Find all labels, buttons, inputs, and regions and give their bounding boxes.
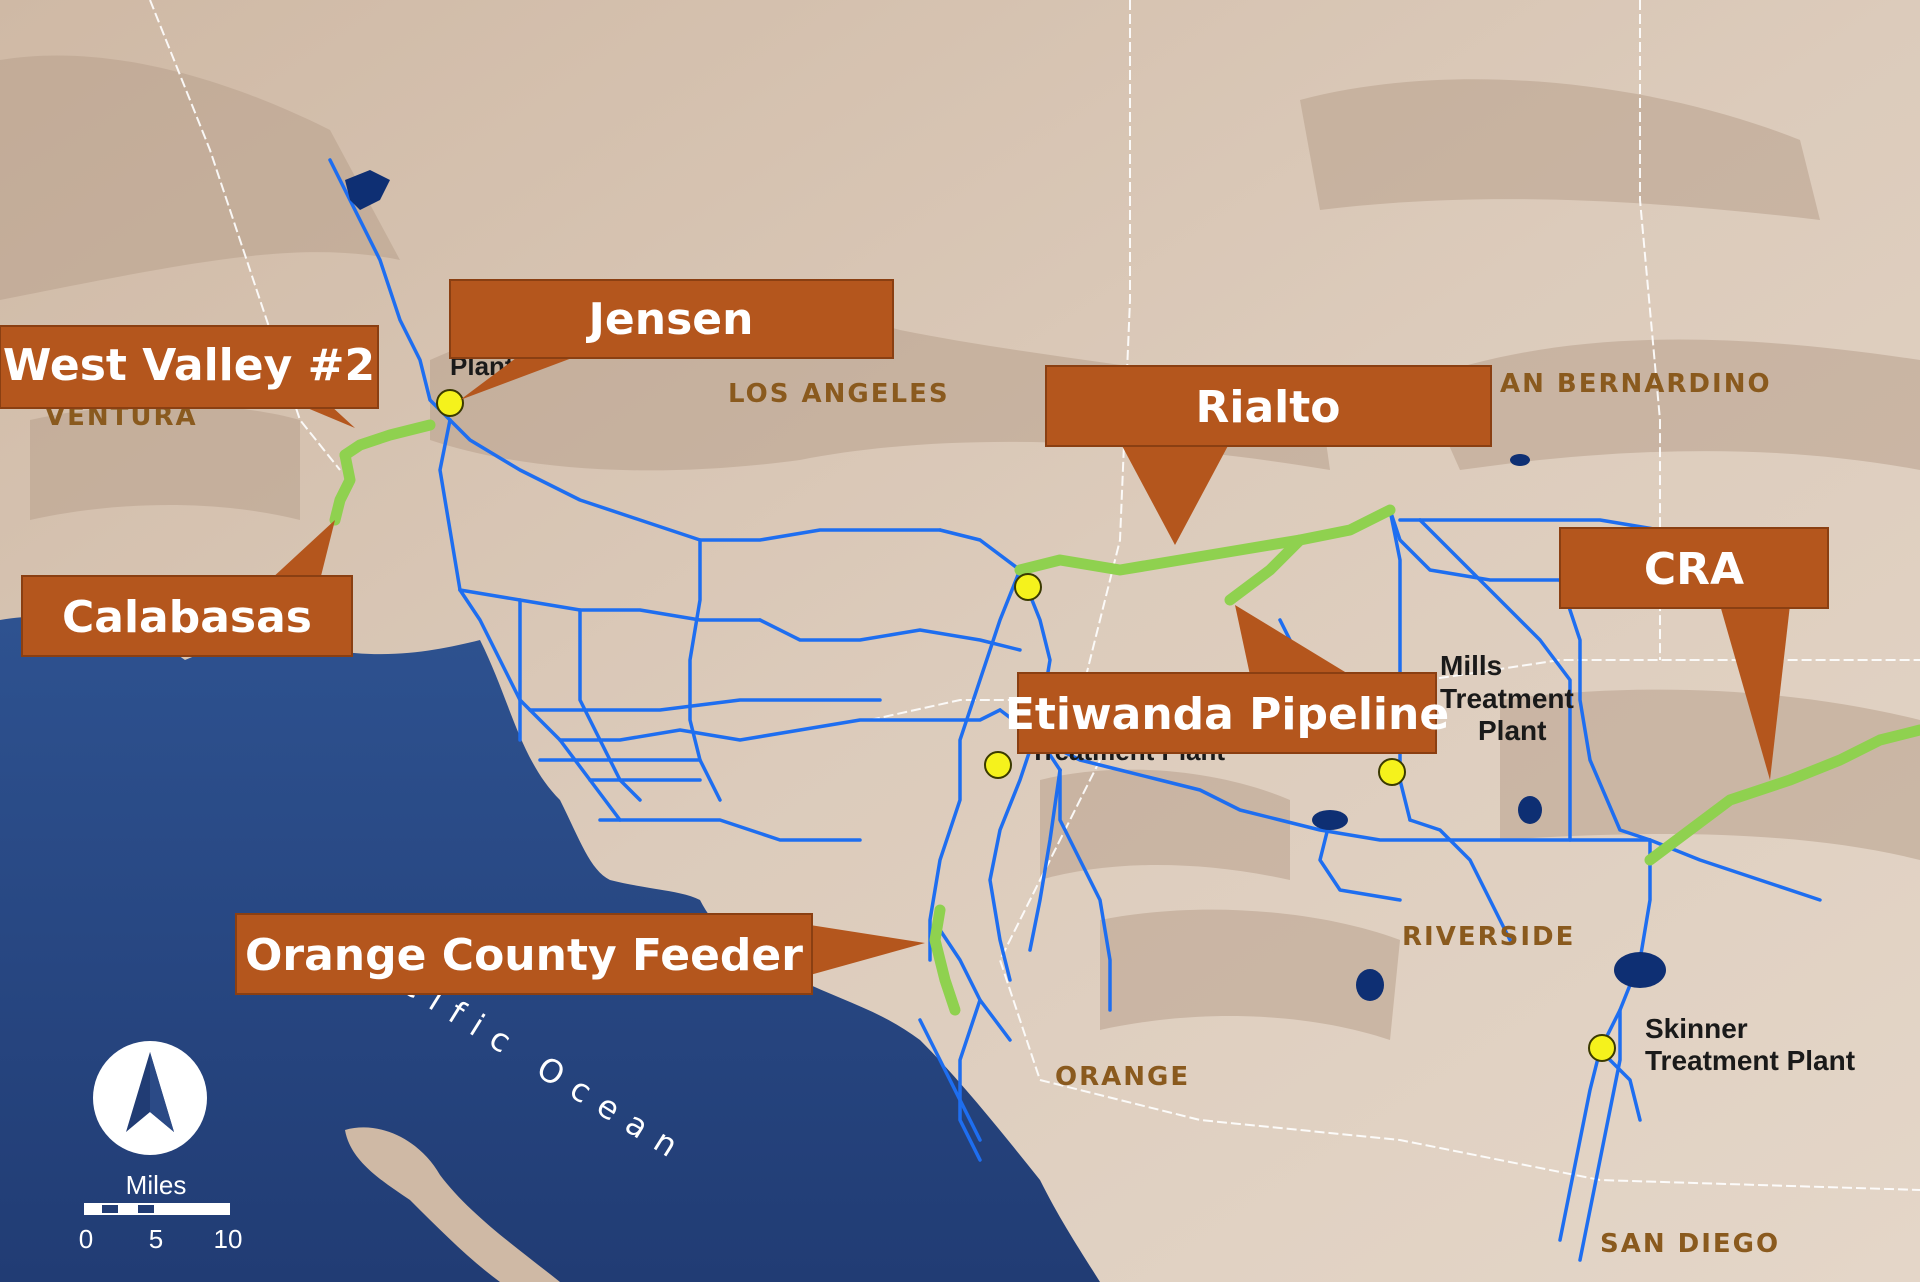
callout-rialto-label: Rialto	[1196, 382, 1341, 433]
orange-county-feeder-pipeline	[929, 904, 961, 1016]
north-arrow-icon	[93, 1041, 207, 1155]
county-labels: VENTURA LOS ANGELES AN BERNARDINO RIVERS…	[45, 369, 1780, 1259]
county-label-san-diego: SAN DIEGO	[1600, 1229, 1780, 1259]
scale-bar-tick-5: 5	[149, 1224, 163, 1254]
highlighted-pipelines	[329, 419, 1920, 1016]
catalina-island	[345, 1127, 560, 1282]
scale-bar-tick-10: 10	[214, 1224, 243, 1254]
county-label-riverside: RIVERSIDE	[1402, 922, 1575, 952]
reservoirs	[345, 170, 1666, 1001]
skinner-plant-label-1: Skinner	[1645, 1013, 1748, 1044]
weymouth-plant-marker	[984, 751, 1012, 779]
calabasas-pipeline	[329, 449, 356, 526]
treatment-plants	[436, 389, 1616, 1062]
skinner-plant-label-2: Treatment Plant	[1645, 1045, 1855, 1076]
callout-jensen: Jensen	[449, 279, 894, 400]
mills-plant-label-2: Treatment	[1440, 683, 1574, 714]
callout-etiwanda-label: Etiwanda Pipeline	[1005, 689, 1449, 740]
etiwanda-pipeline	[1224, 534, 1306, 606]
diemer-plant-marker	[1014, 573, 1042, 601]
callout-orange-county-label: Orange County Feeder	[245, 930, 803, 981]
mills-plant-label-1: Mills	[1440, 650, 1502, 681]
mills-plant-marker	[1378, 758, 1406, 786]
callout-orange-county: Orange County Feeder	[235, 913, 925, 995]
county-label-los-angeles: LOS ANGELES	[728, 379, 950, 409]
callout-calabasas-label: Calabasas	[62, 592, 312, 643]
county-label-orange: ORANGE	[1055, 1062, 1190, 1092]
jensen-plant-marker	[436, 389, 464, 417]
cra-pipeline	[1644, 724, 1920, 866]
rialto-pipeline	[1014, 504, 1396, 576]
mills-plant-label-3: Plant	[1478, 715, 1546, 746]
west-valley-pipeline	[339, 419, 436, 461]
scale-bar-tick-0: 0	[79, 1224, 93, 1254]
callout-cra: CRA	[1559, 527, 1829, 780]
scale-bar: Miles 0 5 10	[79, 1170, 243, 1254]
scale-bar-title: Miles	[126, 1170, 187, 1200]
skinner-plant-marker	[1588, 1034, 1616, 1062]
callout-etiwanda: Etiwanda Pipeline	[1005, 605, 1449, 754]
callout-rialto: Rialto	[1045, 365, 1492, 545]
callout-cra-label: CRA	[1644, 544, 1744, 595]
pipeline-network	[328, 158, 1822, 1262]
callouts: West Valley #2 Jensen Calabasas Rialto C…	[0, 279, 1829, 995]
callout-west-valley-label: West Valley #2	[3, 340, 375, 391]
callout-calabasas: Calabasas	[21, 520, 353, 657]
callout-jensen-label: Jensen	[586, 294, 754, 345]
callout-west-valley: West Valley #2	[0, 325, 379, 428]
county-label-san-bernardino: AN BERNARDINO	[1500, 369, 1772, 399]
